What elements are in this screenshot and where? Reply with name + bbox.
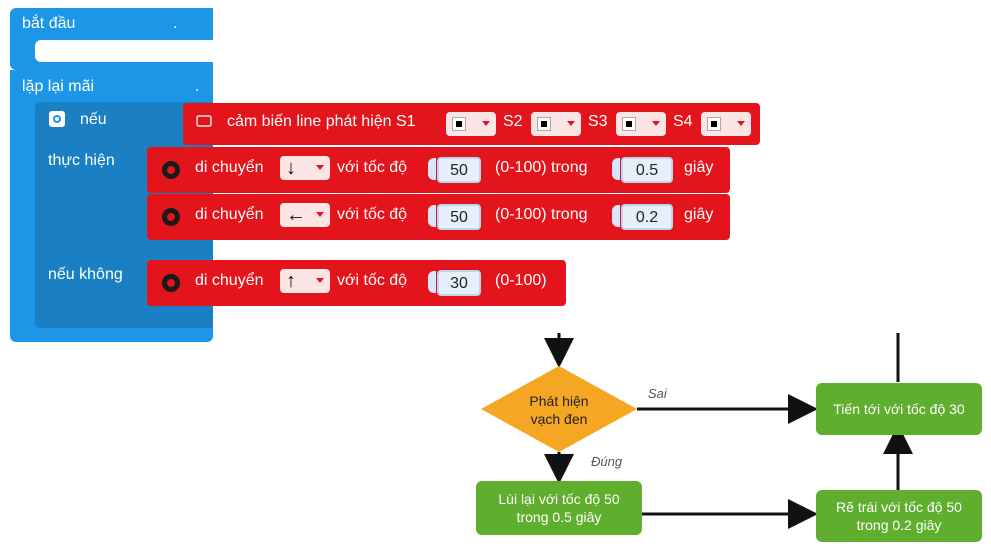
arrow-down-icon: ↓ bbox=[286, 157, 296, 179]
time-input[interactable]: 0.5 bbox=[621, 157, 673, 183]
s1-dropdown[interactable] bbox=[446, 112, 496, 136]
move-prefix: di chuyển bbox=[195, 159, 264, 176]
back-line2: trong 0.5 giây bbox=[516, 509, 602, 525]
back-box: Lùi lại với tốc độ 50 trong 0.5 giây bbox=[476, 481, 642, 535]
settings-gear-icon[interactable] bbox=[49, 111, 65, 127]
range-text: (0-100) trong bbox=[495, 159, 588, 176]
s4-dropdown[interactable] bbox=[701, 112, 751, 136]
false-label: Sai bbox=[648, 386, 667, 401]
s2-dropdown[interactable] bbox=[531, 112, 581, 136]
else-label: nếu không bbox=[48, 266, 123, 283]
dropdown-arrow-icon bbox=[316, 165, 324, 170]
speed-text: với tốc độ bbox=[337, 206, 408, 223]
condition-text: cảm biến line phát hiện S1 bbox=[227, 113, 416, 130]
true-label: Đúng bbox=[591, 454, 623, 469]
input-cap bbox=[428, 158, 436, 180]
direction-dropdown[interactable]: ← bbox=[280, 203, 330, 227]
start-label: bắt đầu bbox=[22, 15, 76, 32]
black-square-icon bbox=[537, 117, 551, 131]
speed-text: với tốc độ bbox=[337, 159, 408, 176]
decision-line1: Phát hiện bbox=[529, 393, 589, 409]
move-prefix: di chuyển bbox=[195, 272, 264, 289]
forward-box: Tiến tới với tốc độ 30 bbox=[816, 383, 982, 435]
logic-icon bbox=[196, 115, 212, 127]
move-block[interactable] bbox=[147, 260, 566, 306]
speed-input[interactable]: 50 bbox=[437, 204, 481, 230]
black-square-icon bbox=[622, 117, 636, 131]
unit-text: giây bbox=[684, 159, 714, 176]
range-text: (0-100) trong bbox=[495, 206, 588, 223]
decision-line2: vạch đen bbox=[530, 411, 588, 427]
decision-diamond bbox=[481, 366, 637, 452]
move-prefix: di chuyển bbox=[195, 206, 264, 223]
dropdown-arrow-icon bbox=[652, 121, 660, 126]
time-input[interactable]: 0.2 bbox=[621, 204, 673, 230]
input-cap bbox=[428, 271, 436, 293]
direction-dropdown[interactable]: ↓ bbox=[280, 156, 330, 180]
turn-left-box: Rẽ trái với tốc độ 50 trong 0.2 giây bbox=[816, 490, 982, 542]
direction-dropdown[interactable]: ↑ bbox=[280, 269, 330, 293]
forward-box-text: Tiến tới với tốc độ 30 bbox=[833, 401, 965, 417]
s3-dropdown[interactable] bbox=[616, 112, 666, 136]
input-cap bbox=[428, 205, 436, 227]
start-block-empty-slot bbox=[35, 40, 213, 62]
loop-dot: . bbox=[195, 78, 200, 95]
dropdown-arrow-icon bbox=[316, 212, 324, 217]
back-line1: Lùi lại với tốc độ 50 bbox=[498, 491, 620, 507]
speed-input[interactable]: 50 bbox=[437, 157, 481, 183]
speed-text: với tốc độ bbox=[337, 272, 408, 289]
s3-label: S3 bbox=[588, 113, 608, 130]
wheel-icon bbox=[162, 274, 180, 292]
black-square-icon bbox=[452, 117, 466, 131]
s2-label: S2 bbox=[503, 113, 523, 130]
dropdown-arrow-icon bbox=[567, 121, 575, 126]
decision-text: Phát hiện vạch đen bbox=[500, 392, 618, 428]
arrow-up-icon: ↑ bbox=[286, 270, 296, 292]
if-label: nếu bbox=[80, 111, 107, 128]
dropdown-arrow-icon bbox=[737, 121, 745, 126]
speed-input[interactable]: 30 bbox=[437, 270, 481, 296]
left-line2: trong 0.2 giây bbox=[856, 517, 942, 533]
dropdown-arrow-icon bbox=[482, 121, 490, 126]
unit-text: giây bbox=[684, 206, 714, 223]
dropdown-arrow-icon bbox=[316, 278, 324, 283]
if-block-bottom-gap bbox=[145, 308, 213, 322]
s4-label: S4 bbox=[673, 113, 693, 130]
loop-label: lặp lại mãi bbox=[22, 78, 95, 95]
then-label: thực hiện bbox=[48, 152, 115, 169]
arrow-left-icon: ← bbox=[286, 204, 306, 226]
black-square-icon bbox=[707, 117, 721, 131]
input-cap bbox=[612, 158, 620, 180]
left-line1: Rẽ trái với tốc độ 50 bbox=[836, 499, 962, 515]
input-cap bbox=[612, 205, 620, 227]
range-text: (0-100) bbox=[495, 272, 547, 289]
wheel-icon bbox=[162, 208, 180, 226]
start-dot: . bbox=[173, 15, 178, 32]
wheel-icon bbox=[162, 161, 180, 179]
